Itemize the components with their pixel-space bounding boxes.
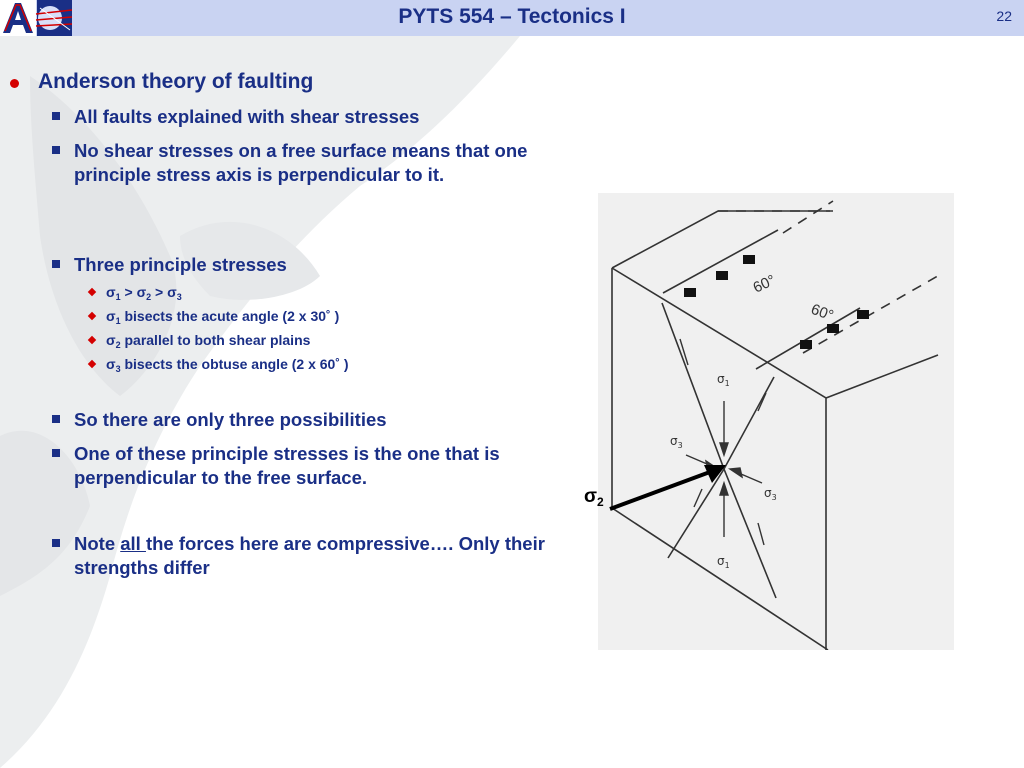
slide-content: Anderson theory of faulting All faults e… bbox=[0, 0, 600, 768]
slide-title: PYTS 554 – Tectonics I bbox=[398, 5, 626, 28]
bullet-compressive: Note all the forces here are compressive… bbox=[52, 532, 554, 580]
sigma3-left-label: σ3 bbox=[670, 434, 683, 450]
bullet-three-possibilities: So there are only three possibilities bbox=[52, 408, 584, 432]
sigma2-label: σ2 bbox=[584, 486, 604, 509]
sigma2-arrow bbox=[609, 467, 719, 511]
bullet-free-surface: No shear stresses on a free surface mean… bbox=[52, 139, 584, 187]
sub-bullet-order: σ1 > σ2 > σ3 bbox=[106, 284, 182, 302]
slide-header: PYTS 554 – Tectonics I 22 bbox=[0, 0, 1024, 36]
bullet-shear-stresses: All faults explained with shear stresses bbox=[52, 105, 584, 129]
sub-bullet-obtuse: σ3 bisects the obtuse angle (2 x 60˚ ) bbox=[106, 356, 349, 374]
university-logo-icon bbox=[0, 0, 72, 36]
angle-label-side: 60° bbox=[809, 301, 836, 325]
sigma1-top-label: σ1 bbox=[717, 372, 730, 388]
background-texture bbox=[0, 36, 520, 768]
sub-bullet-parallel: σ2 parallel to both shear plains bbox=[106, 332, 311, 350]
sigma3-right-label: σ3 bbox=[764, 486, 777, 502]
slide-number: 22 bbox=[996, 8, 1012, 24]
sigma1-bottom-label: σ1 bbox=[717, 554, 730, 570]
sub-bullet-acute: σ1 bisects the acute angle (2 x 30˚ ) bbox=[106, 308, 340, 326]
bullet-main: Anderson theory of faulting bbox=[9, 70, 314, 93]
fault-block-diagram: 60° 60° σ1 σ3 σ3 σ1 bbox=[598, 193, 954, 650]
bullet-three-stresses: Three principle stresses bbox=[52, 253, 584, 277]
bullet-perpendicular: One of these principle stresses is the o… bbox=[52, 442, 554, 490]
